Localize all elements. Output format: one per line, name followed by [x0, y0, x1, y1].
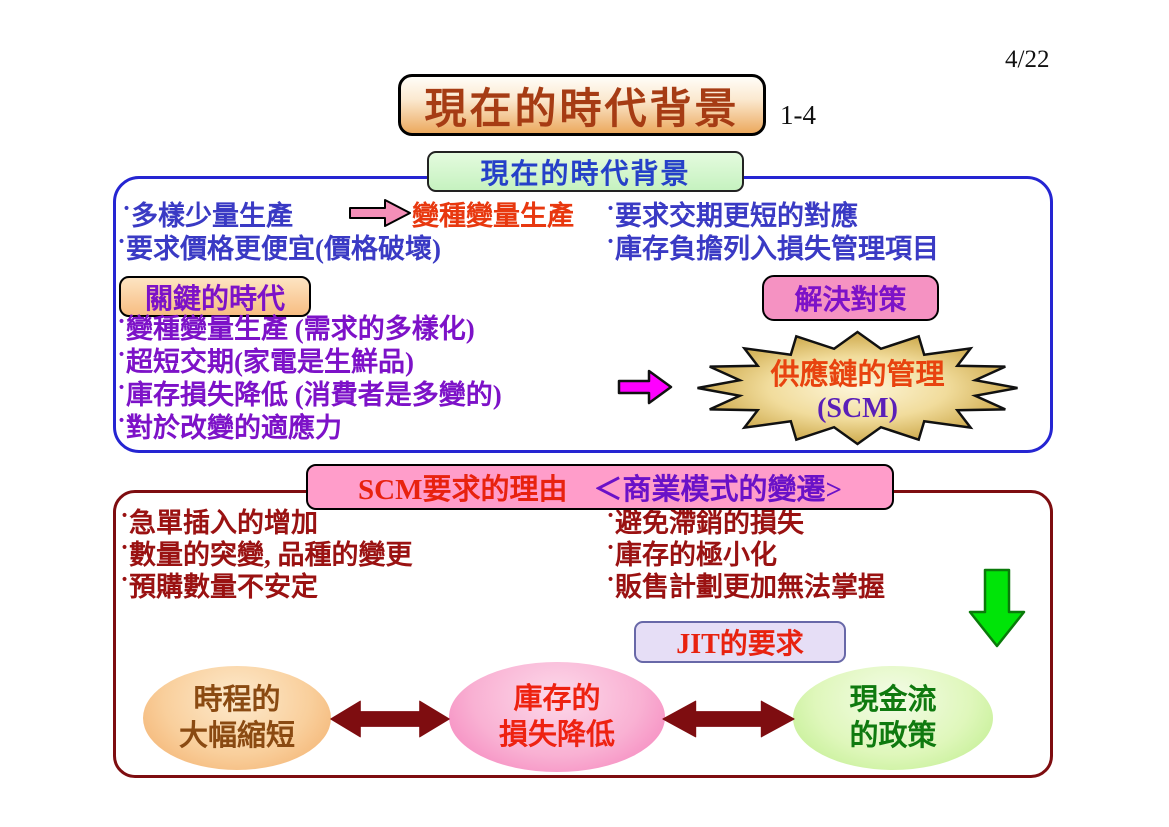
key-era-label-box: 關鍵的時代 — [119, 276, 311, 317]
s1-row2-right: ˙庫存負擔列入損失管理項目 — [606, 234, 939, 264]
jit-label: JIT的要求 — [676, 629, 804, 660]
oval-inventory: 庫存的 損失降低 — [449, 662, 665, 772]
oval-cash-line2: 的政策 — [849, 720, 937, 752]
s2-right-list: ˙避免滯銷的損失 ˙庫存的極小化 ˙販售計劃更加無法掌握 — [606, 507, 885, 603]
section1-heading-box: 現在的時代背景 — [427, 151, 744, 192]
key-era-item: ˙對於改變的適應力 — [117, 413, 342, 443]
key-era-list: ˙變種變量生產 (需求的多樣化) ˙超短交期(家電是生鮮品) ˙庫存損失降低 (… — [117, 313, 502, 445]
s2-right-item: ˙販售計劃更加無法掌握 — [606, 572, 885, 602]
section2-heading-box: SCM要求的理由 ＜商業模式的變遷> — [306, 464, 894, 510]
s2-left-item: ˙預購數量不安定 — [120, 572, 318, 602]
slide-title-box: 現在的時代背景 — [398, 74, 766, 136]
oval-cash-line1: 現金流 — [849, 684, 937, 716]
s2-left-item: ˙急單插入的增加 — [120, 508, 318, 538]
slide-code: 1-4 — [780, 100, 816, 130]
section1-heading: 現在的時代背景 — [480, 158, 691, 190]
starburst-icon — [697, 330, 1018, 446]
section2-heading-main: SCM要求的理由 — [358, 474, 568, 506]
oval-inventory-line1: 庫存的 — [513, 683, 601, 715]
s2-left-item: ˙數量的突變, 品種的變更 — [120, 540, 413, 570]
oval-schedule-line1: 時程的 — [193, 684, 281, 716]
green-down-arrow-icon — [968, 568, 1026, 648]
slide-title: 現在的時代背景 — [424, 86, 740, 133]
oval-cash: 現金流 的政策 — [793, 666, 993, 770]
scm-burst-line2: (SCM) — [817, 393, 898, 424]
oval-inventory-line2: 損失降低 — [498, 719, 615, 751]
key-era-label: 關鍵的時代 — [144, 283, 285, 315]
solution-label-box: 解決對策 — [762, 275, 939, 321]
scm-burst-line1: 供應鏈的管理 — [770, 359, 945, 391]
s1-row2-left: ˙要求價格更便宜(價格破壞) — [117, 234, 441, 264]
section2-heading-sub: ＜商業模式的變遷> — [593, 474, 842, 506]
s2-left-list: ˙急單插入的增加 ˙數量的突變, 品種的變更 ˙預購數量不安定 — [120, 507, 413, 603]
oval-schedule: 時程的 大幅縮短 — [143, 666, 331, 770]
s2-right-item: ˙避免滯銷的損失 — [606, 508, 804, 538]
scm-burst-label: 供應鏈的管理 (SCM) — [690, 328, 1025, 448]
s1-row1-result: 變種變量生產 — [412, 201, 574, 231]
key-era-item: ˙變種變量生產 (需求的多樣化) — [117, 314, 475, 344]
s1-row1-left: ˙多樣少量生產 — [122, 201, 293, 231]
s2-right-item: ˙庫存的極小化 — [606, 540, 777, 570]
double-arrow-icon — [662, 700, 795, 738]
magenta-right-arrow-icon — [617, 369, 673, 405]
s1-row1-right: ˙要求交期更短的對應 — [606, 201, 858, 231]
solution-label: 解決對策 — [794, 285, 907, 316]
oval-schedule-line2: 大幅縮短 — [178, 720, 295, 752]
page-number: 4/22 — [1005, 46, 1050, 73]
key-era-item: ˙超短交期(家電是生鮮品) — [117, 347, 414, 377]
jit-label-box: JIT的要求 — [634, 621, 846, 663]
key-era-item: ˙庫存損失降低 (消費者是多變的) — [117, 380, 502, 410]
double-arrow-icon — [330, 700, 450, 738]
pink-right-arrow-icon — [349, 199, 411, 227]
